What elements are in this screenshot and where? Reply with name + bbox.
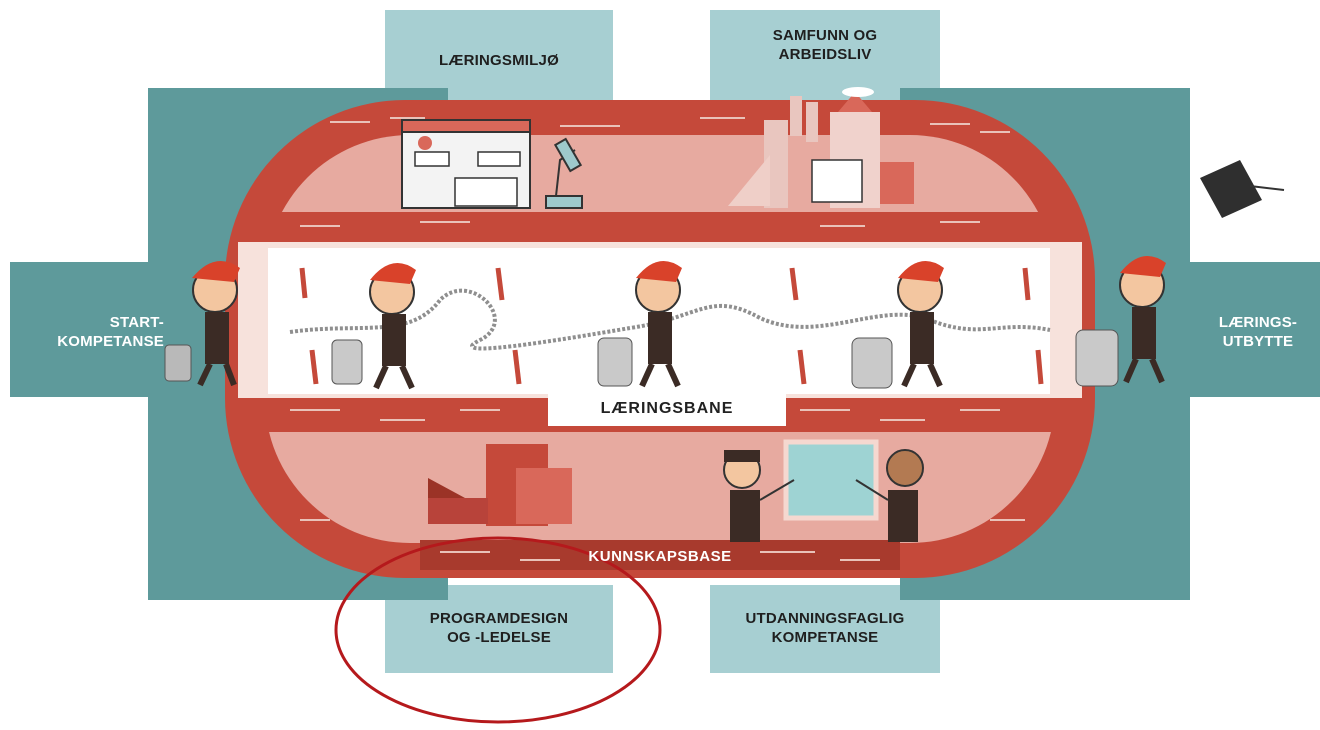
label-start-competence: START- KOMPETANSE bbox=[57, 314, 164, 350]
teacher-icon bbox=[855, 449, 924, 542]
suitcase-icon bbox=[331, 339, 363, 385]
teacher-icon bbox=[723, 450, 795, 542]
brick-texture bbox=[290, 117, 1025, 561]
student-figure-icon bbox=[369, 262, 416, 390]
post bbox=[1022, 267, 1031, 301]
school-building-icon bbox=[401, 119, 531, 209]
track-posts bbox=[299, 267, 1044, 385]
post bbox=[1035, 349, 1044, 385]
brick-lines-bottom bbox=[300, 519, 1025, 561]
suitcase-icon bbox=[597, 337, 633, 387]
brick-lines-band bbox=[290, 221, 1000, 421]
panel-right-side bbox=[1180, 262, 1320, 397]
post bbox=[797, 349, 807, 385]
post bbox=[495, 267, 505, 301]
suitcase-icon bbox=[851, 337, 893, 389]
learning-track-label-box bbox=[548, 392, 786, 426]
suitcase-icon bbox=[1075, 329, 1119, 387]
student-figure-icon bbox=[192, 260, 240, 387]
label-knowledge-base: KUNNSKAPSBASE bbox=[588, 548, 732, 565]
blocks-icon bbox=[428, 444, 572, 526]
knowledge-base-band bbox=[420, 540, 900, 570]
graduation-cap-icon bbox=[1200, 160, 1285, 218]
post bbox=[789, 267, 799, 301]
microscope-icon bbox=[545, 137, 583, 209]
student-figure-icon bbox=[635, 260, 682, 388]
label-learning-environment: LÆRINGSMILJØ bbox=[439, 52, 559, 69]
post bbox=[299, 267, 308, 299]
post bbox=[512, 349, 522, 385]
whiteboard-icon bbox=[783, 439, 879, 521]
city-buildings-icon bbox=[728, 87, 914, 208]
label-society-work-life: SAMFUNN OG ARBEIDSLIV bbox=[772, 27, 878, 63]
label-learning-outcome: LÆRINGS- UTBYTTE bbox=[1218, 314, 1298, 350]
upper-brick-band bbox=[265, 212, 1055, 242]
label-learning-track: LÆRINGSBANE bbox=[600, 400, 734, 417]
label-program-design: PROGRAMDESIGN OG -LEDELSE bbox=[429, 610, 569, 646]
student-figure-icon bbox=[1119, 255, 1166, 384]
brick-lines-top bbox=[330, 117, 1010, 133]
highlight-circle bbox=[334, 536, 662, 724]
student-figure-icon bbox=[897, 260, 944, 388]
suitcase-icon bbox=[164, 344, 192, 382]
post bbox=[309, 349, 319, 385]
label-educational-competence: UTDANNINGSFAGLIG KOMPETANSE bbox=[745, 610, 905, 646]
